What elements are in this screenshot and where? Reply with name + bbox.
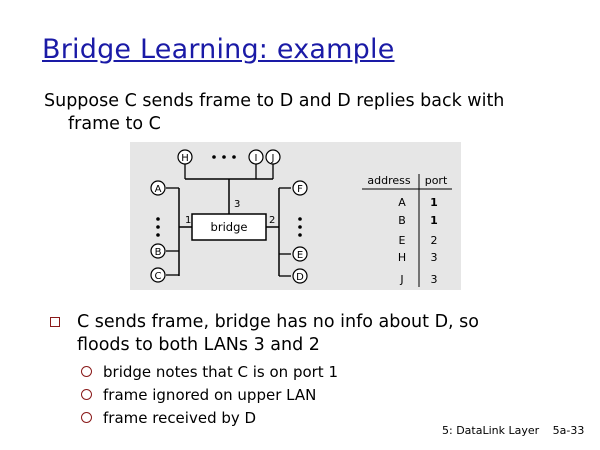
ellipsis-dot xyxy=(156,217,160,221)
main-bullet-line-1: C sends frame, bridge has no info about … xyxy=(77,312,479,332)
port-label-right: 2 xyxy=(269,215,275,226)
ellipsis-top xyxy=(212,155,236,159)
node-j-label: J xyxy=(271,153,275,164)
intro-line-1: Suppose C sends frame to D and D replies… xyxy=(44,91,505,111)
node-d-circle xyxy=(292,268,308,284)
bridge-box xyxy=(191,213,267,241)
node-i-circle xyxy=(248,149,264,165)
node-a: A xyxy=(150,180,166,196)
forwarding-table: address port A 1 B 1 E 2 H 3 J 3 xyxy=(362,174,452,287)
table-cell: B xyxy=(398,214,406,227)
node-c-label: C xyxy=(155,271,162,282)
intro-line-2: frame to C xyxy=(68,114,161,134)
port-label-left: 1 xyxy=(185,215,191,226)
ellipsis-dot xyxy=(156,225,160,229)
table-cell: J xyxy=(399,273,403,286)
ellipsis-dot xyxy=(222,155,226,159)
node-j: J xyxy=(265,149,281,165)
sub-bullet-item: frame ignored on upper LAN xyxy=(80,384,480,407)
ellipsis-dot xyxy=(298,217,302,221)
node-b-label: B xyxy=(155,247,162,258)
slide-footer: 5: DataLink Layer 5a-33 xyxy=(442,424,584,437)
ellipsis-dot xyxy=(156,233,160,237)
node-h-label: H xyxy=(181,153,189,164)
node-e: E xyxy=(292,246,308,262)
circle-bullet-icon xyxy=(81,412,92,423)
node-c: C xyxy=(150,267,166,283)
node-a-circle xyxy=(150,180,166,196)
intro-text: Suppose C sends frame to D and D replies… xyxy=(44,90,564,136)
node-a-label: A xyxy=(155,184,162,195)
node-j-circle xyxy=(265,149,281,165)
main-bullet-line-2: floods to both LANs 3 and 2 xyxy=(77,335,320,355)
ellipsis-right xyxy=(298,217,302,237)
circle-bullet-icon xyxy=(81,366,92,377)
table-cell: 3 xyxy=(431,273,438,286)
sub-bullet-text: frame received by D xyxy=(103,409,257,427)
table-cell: 1 xyxy=(430,214,438,227)
square-bullet-icon xyxy=(50,317,60,327)
circle-bullet-icon xyxy=(81,389,92,400)
main-bullet: C sends frame, bridge has no info about … xyxy=(50,311,550,357)
ellipsis-dot xyxy=(232,155,236,159)
port-label-top: 3 xyxy=(234,199,240,210)
node-i-label: I xyxy=(255,153,258,164)
bridge-network-diagram: bridge 3 1 2 H I J A xyxy=(130,142,461,290)
node-e-label: E xyxy=(297,250,303,261)
table-cell: E xyxy=(399,234,406,247)
table-header-address: address xyxy=(367,174,410,187)
slide-title: Bridge Learning: example xyxy=(42,34,395,65)
node-h-circle xyxy=(177,149,193,165)
node-f: F xyxy=(292,180,308,196)
table-cell: 2 xyxy=(431,234,438,247)
ellipsis-left xyxy=(156,217,160,237)
table-cell: 1 xyxy=(430,196,438,209)
ellipsis-dot xyxy=(212,155,216,159)
sub-bullet-text: frame ignored on upper LAN xyxy=(103,386,317,404)
table-cell: A xyxy=(398,196,406,209)
ellipsis-dot xyxy=(298,225,302,229)
node-i: I xyxy=(248,149,264,165)
node-c-circle xyxy=(150,267,166,283)
sub-bullet-text: bridge notes that C is on port 1 xyxy=(103,363,339,381)
diagram-svg: bridge 3 1 2 H I J A xyxy=(150,149,452,287)
node-h: H xyxy=(177,149,193,165)
node-f-circle xyxy=(292,180,308,196)
node-d: D xyxy=(292,268,308,284)
node-b-circle xyxy=(150,243,166,259)
node-d-label: D xyxy=(296,272,304,283)
table-cell: 3 xyxy=(431,251,438,264)
node-e-circle xyxy=(292,246,308,262)
sub-bullet-item: bridge notes that C is on port 1 xyxy=(80,361,480,384)
footer-page-number: 5a-33 xyxy=(552,424,585,437)
footer-chapter: 5: DataLink Layer xyxy=(442,424,540,437)
table-cell: H xyxy=(398,251,406,264)
sub-bullet-list: bridge notes that C is on port 1 frame i… xyxy=(80,361,480,430)
ellipsis-dot xyxy=(298,233,302,237)
table-header-port: port xyxy=(425,174,448,187)
node-f-label: F xyxy=(297,184,303,195)
bridge-label: bridge xyxy=(211,220,248,234)
node-b: B xyxy=(150,243,166,259)
sub-bullet-item: frame received by D xyxy=(80,407,480,430)
